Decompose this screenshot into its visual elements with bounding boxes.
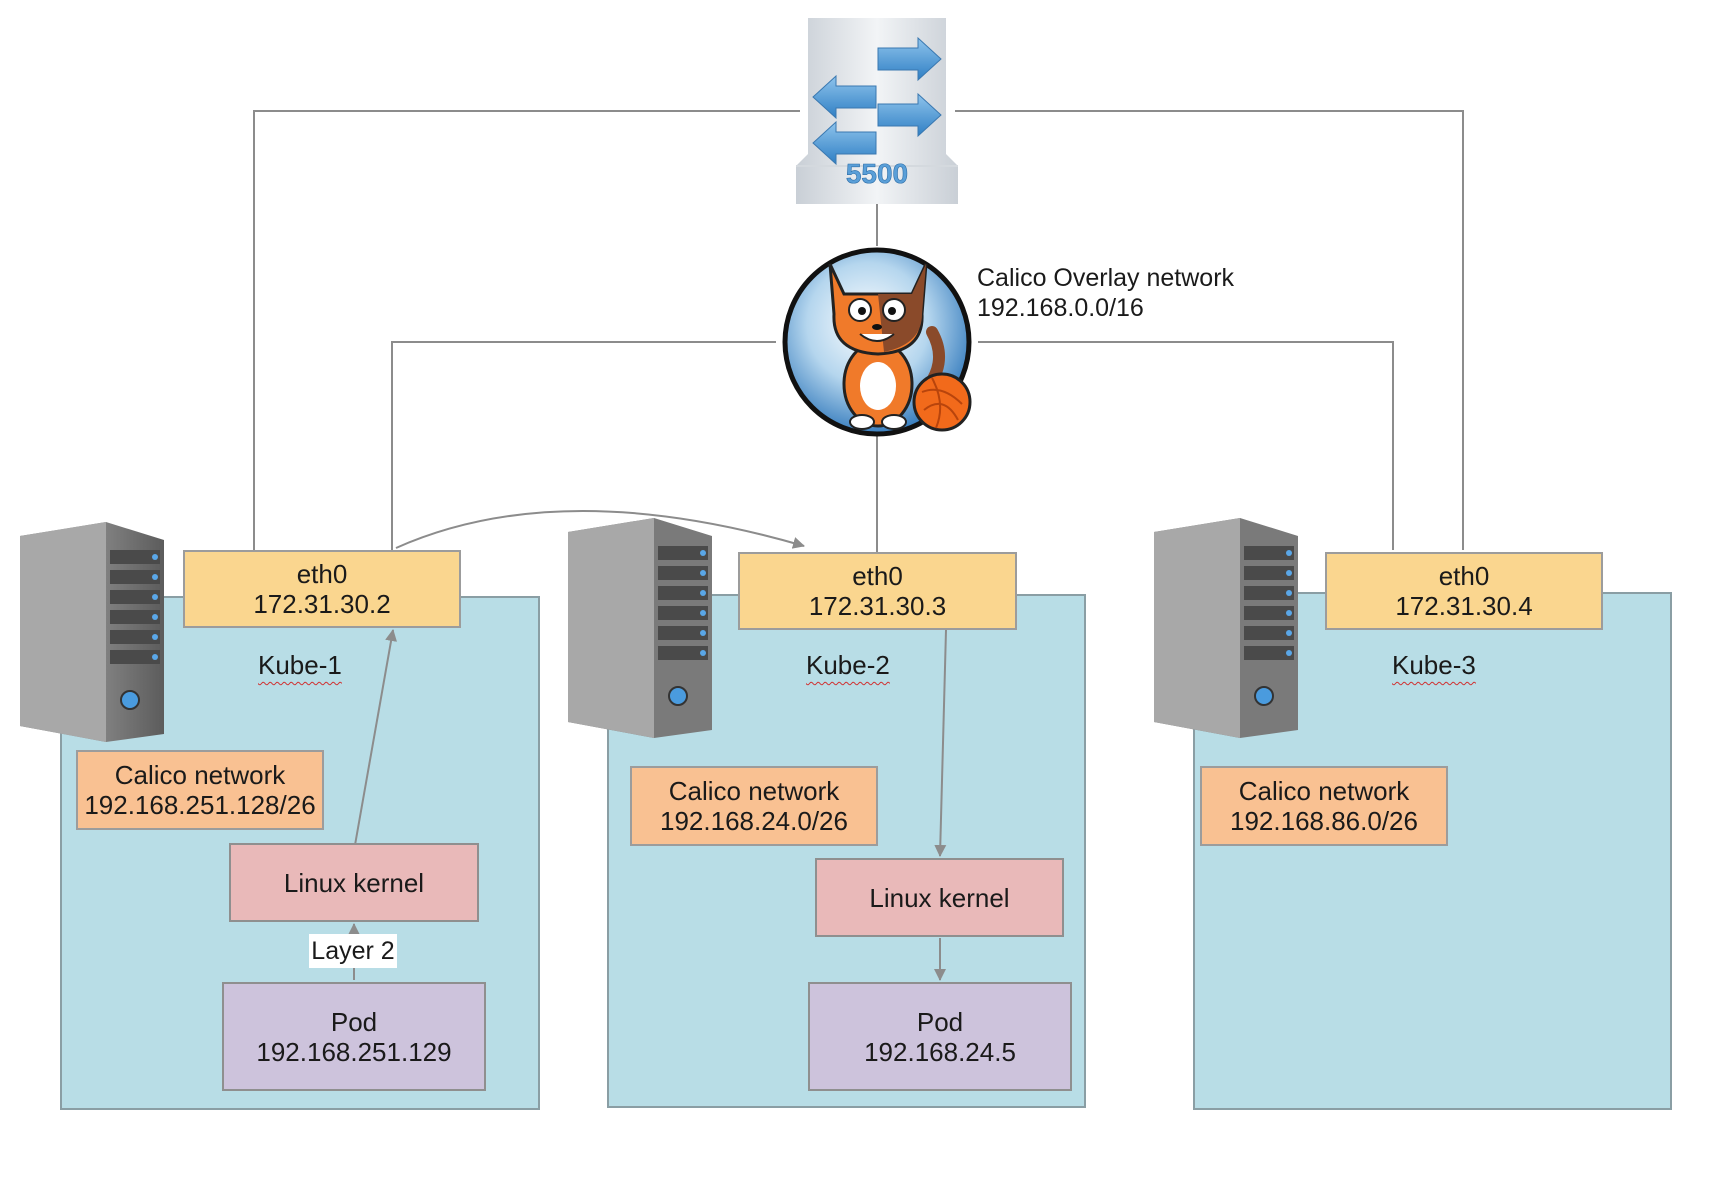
overlay-network-label: Calico Overlay network 192.168.0.0/16 <box>977 263 1234 323</box>
linux-kernel-label: Linux kernel <box>869 882 1010 913</box>
eth-ip: 172.31.30.2 <box>253 589 391 619</box>
calico-network-label: Calico network <box>668 776 840 806</box>
pod-kube-2: Pod 192.168.24.5 <box>808 982 1072 1091</box>
calico-network-kube-2: Calico network 192.168.24.0/26 <box>630 766 878 846</box>
calico-network-label: Calico network <box>114 760 286 790</box>
eth-ip: 172.31.30.3 <box>808 591 947 621</box>
server-tower-icon <box>568 518 712 738</box>
calico-network-cidr: 192.168.251.128/26 <box>84 790 316 820</box>
calico-network-kube-1: Calico network 192.168.251.128/26 <box>76 750 324 830</box>
path-kernel1-to-eth1 <box>354 629 397 846</box>
host-name-kube-3: Kube-3 <box>1392 650 1476 680</box>
calico-network-kube-3: Calico network 192.168.86.0/26 <box>1200 766 1448 846</box>
path-eth1-to-eth2 <box>395 510 805 549</box>
pod-label: Pod <box>330 1006 378 1037</box>
eth-name: eth0 <box>852 561 903 591</box>
calico-network-cidr: 192.168.24.0/26 <box>660 806 848 836</box>
server-tower-icon <box>20 522 164 742</box>
host-name-kube-1: Kube-1 <box>258 650 342 680</box>
overlay-network-title: Calico Overlay network <box>977 264 1235 292</box>
switch-label: 5500 <box>846 158 908 189</box>
overlay-link-kube-3 <box>978 341 1394 550</box>
uplink-kube-3 <box>955 110 1464 550</box>
calico-network-label: Calico network <box>1238 776 1410 806</box>
eth0-kube-2: eth0 172.31.30.3 <box>738 552 1017 630</box>
calico-cat-logo <box>782 247 972 437</box>
linux-kernel-label: Linux kernel <box>283 867 425 898</box>
pod-ip: 192.168.251.129 <box>256 1036 452 1067</box>
path-eth2-to-kernel2 <box>934 629 947 857</box>
calico-network-cidr: 192.168.86.0/26 <box>1230 806 1418 836</box>
eth0-kube-1: eth0 172.31.30.2 <box>183 550 461 628</box>
layer-2-label: Layer 2 <box>309 934 397 968</box>
server-tower-icon <box>1154 518 1298 738</box>
eth-ip: 172.31.30.4 <box>1395 591 1533 621</box>
pod-kube-1: Pod 192.168.251.129 <box>222 982 486 1091</box>
eth-name: eth0 <box>296 559 348 589</box>
pod-ip: 192.168.24.5 <box>864 1036 1016 1067</box>
eth0-kube-3: eth0 172.31.30.4 <box>1325 552 1603 630</box>
overlay-link-kube-1 <box>391 341 776 550</box>
linux-kernel-kube-1: Linux kernel <box>229 843 479 922</box>
pod-label: Pod <box>916 1006 964 1037</box>
overlay-network-cidr: 192.168.0.0/16 <box>977 294 1144 322</box>
host-name-kube-2: Kube-2 <box>806 650 890 680</box>
uplink-kube-1 <box>253 110 800 550</box>
network-switch-icon: 5500 <box>796 18 958 204</box>
linux-kernel-kube-2: Linux kernel <box>815 858 1064 937</box>
eth-name: eth0 <box>1438 561 1490 591</box>
